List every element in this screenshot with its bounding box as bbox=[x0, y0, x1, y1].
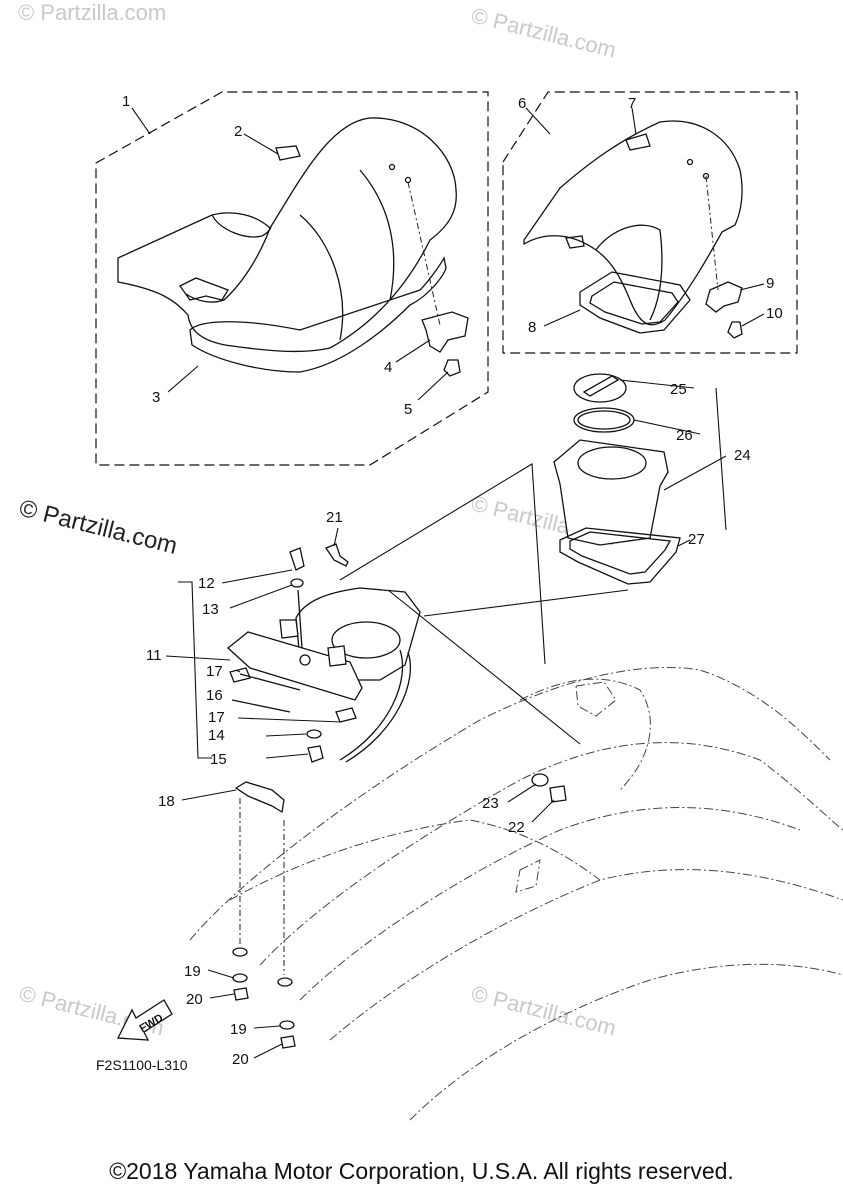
washer-19a-drawing bbox=[232, 973, 248, 983]
bolt-21-drawing bbox=[325, 543, 349, 567]
hinge-frame-drawing bbox=[226, 587, 421, 763]
callout-22: 22 bbox=[508, 819, 525, 836]
callout-15: 15 bbox=[210, 751, 227, 768]
callout-13: 13 bbox=[202, 601, 219, 618]
nut-22-drawing bbox=[549, 785, 567, 803]
callout-9: 9 bbox=[766, 275, 774, 292]
rear-seal-drawing bbox=[579, 271, 691, 334]
washer-19b-drawing bbox=[279, 1020, 295, 1030]
callout-5: 5 bbox=[404, 401, 412, 418]
callout-26: 26 bbox=[676, 427, 693, 444]
washer-23-drawing bbox=[531, 773, 549, 787]
storage-box-drawing bbox=[553, 439, 669, 546]
front-seat-drawing bbox=[117, 117, 457, 353]
callout-23: 23 bbox=[482, 795, 499, 812]
figure-code: F2S1100-L310 bbox=[96, 1057, 188, 1073]
callout-7: 7 bbox=[628, 95, 636, 112]
callout-18: 18 bbox=[158, 793, 175, 810]
callout-17b: 17 bbox=[208, 709, 225, 726]
callout-19b: 19 bbox=[230, 1021, 247, 1038]
callout-17a: 17 bbox=[206, 663, 223, 680]
seat-assembly-rear-box bbox=[502, 91, 798, 354]
callout-20b: 20 bbox=[232, 1051, 249, 1068]
leader-lines bbox=[131, 107, 765, 1059]
callout-11: 11 bbox=[146, 647, 162, 664]
watermark-bottom-right: © Partzilla.com bbox=[469, 981, 619, 1041]
hull-outline bbox=[189, 666, 843, 1121]
callout-19a: 19 bbox=[184, 963, 201, 980]
part-callouts: 1 2 3 4 5 6 7 8 9 10 11 12 13 14 15 16 1… bbox=[122, 93, 783, 1068]
callout-10: 10 bbox=[766, 305, 783, 322]
callout-12: 12 bbox=[198, 575, 215, 592]
nut-20a-drawing bbox=[233, 987, 249, 1001]
nut-15-drawing bbox=[307, 745, 324, 763]
callout-3: 3 bbox=[152, 389, 160, 406]
callout-20a: 20 bbox=[186, 991, 203, 1008]
callout-6: 6 bbox=[518, 95, 526, 112]
gasket-27-drawing bbox=[559, 527, 681, 585]
callout-21: 21 bbox=[326, 509, 343, 526]
callout-2: 2 bbox=[234, 123, 242, 140]
bracket-9-drawing bbox=[705, 281, 743, 313]
front-seal-drawing bbox=[189, 256, 447, 373]
callout-25: 25 bbox=[670, 381, 687, 398]
washer-14-drawing bbox=[306, 729, 322, 739]
bracket-18-drawing bbox=[234, 781, 285, 814]
watermark-prominent: © Partzilla.com bbox=[17, 495, 180, 560]
watermark-top-left: © Partzilla.com bbox=[18, 0, 166, 25]
bolt-12-drawing bbox=[289, 547, 305, 571]
bracket-4-drawing bbox=[421, 311, 469, 353]
seat-assembly-front-box bbox=[95, 91, 489, 466]
copyright-notice: ©2018 Yamaha Motor Corporation, U.S.A. A… bbox=[109, 1158, 734, 1184]
cap-25-drawing bbox=[573, 373, 627, 403]
callout-8: 8 bbox=[528, 319, 536, 336]
washer-13-drawing bbox=[290, 578, 304, 588]
callout-27: 27 bbox=[688, 531, 705, 548]
bolt-10-drawing bbox=[727, 321, 743, 339]
rear-seat-drawing bbox=[523, 120, 743, 326]
callout-16: 16 bbox=[206, 687, 223, 704]
watermark-top-right: © Partzilla.com bbox=[469, 3, 619, 63]
callout-4: 4 bbox=[384, 359, 392, 376]
callout-1: 1 bbox=[122, 93, 130, 110]
callout-14: 14 bbox=[208, 727, 225, 744]
nut-20b-drawing bbox=[280, 1035, 296, 1049]
callout-24: 24 bbox=[734, 447, 751, 464]
